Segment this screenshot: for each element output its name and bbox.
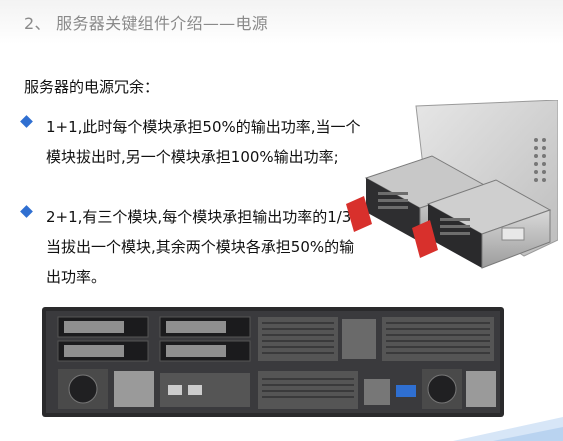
slide-header-band (0, 0, 563, 44)
slide-title: 2、 服务器关键组件介绍——电源 (24, 14, 269, 33)
bullet-text: 2+1,有三个模块,每个模块承担输出功率的1/3,当拔出一个模块,其余两个模块各… (46, 208, 357, 286)
corner-decoration (453, 417, 563, 441)
bullet-item: 1+1,此时每个模块承担50%的输出功率,当一个模块拔出时,另一个模块承担100… (20, 112, 362, 172)
bullet-item: 2+1,有三个模块,每个模块承担输出功率的1/3,当拔出一个模块,其余两个模块各… (20, 202, 362, 292)
diamond-bullet-icon (20, 115, 33, 128)
server-rear-photo (42, 307, 504, 417)
section-heading: 服务器的电源冗余： (24, 78, 160, 96)
bullet-text: 1+1,此时每个模块承担50%的输出功率,当一个模块拔出时,另一个模块承担100… (46, 118, 361, 166)
power-supply-photo (346, 100, 558, 269)
diamond-bullet-icon (20, 205, 33, 218)
